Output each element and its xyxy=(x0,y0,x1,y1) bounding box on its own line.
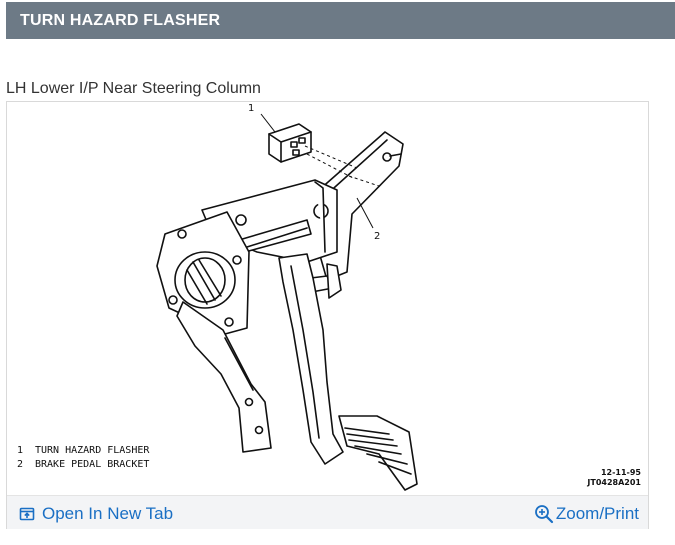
section-title: TURN HAZARD FLASHER xyxy=(20,11,221,29)
figure-legend: 1 TURN HAZARD FLASHER 2 BRAKE PEDAL BRAC… xyxy=(17,444,149,472)
open-in-new-tab-link[interactable]: Open In New Tab xyxy=(19,504,173,524)
section-header: TURN HAZARD FLASHER xyxy=(6,2,675,39)
legend-item: 1 TURN HAZARD FLASHER xyxy=(17,444,149,458)
stamp-date: 12-11-95 xyxy=(600,468,641,477)
legend-item: 2 BRAKE PEDAL BRACKET xyxy=(17,458,149,472)
zoom-print-link[interactable]: Zoom/Print xyxy=(534,504,639,524)
callout-2: 2 xyxy=(374,231,381,242)
figure-stamp: 12-11-95 JT0428A201 xyxy=(587,468,641,488)
callout-1: 1 xyxy=(248,103,255,114)
zoom-print-label: Zoom/Print xyxy=(555,504,639,523)
figure-caption: LH Lower I/P Near Steering Column xyxy=(6,80,261,97)
legend-number: 1 xyxy=(17,445,24,456)
legend-label: TURN HAZARD FLASHER xyxy=(35,445,150,456)
figure-frame: 1 2 1 TURN HAZARD FLASHER 2 BRAKE PEDAL … xyxy=(6,101,649,529)
stamp-code: JT0428A201 xyxy=(587,478,641,487)
magnifier-plus-icon xyxy=(534,505,553,524)
legend-number: 2 xyxy=(17,459,24,470)
open-in-new-tab-icon xyxy=(19,507,35,521)
legend-label: BRAKE PEDAL BRACKET xyxy=(35,459,150,470)
figure-footer: Open In New Tab Zoom/Print xyxy=(7,495,648,529)
brake-pedal-diagram xyxy=(156,113,418,491)
open-in-new-tab-label: Open In New Tab xyxy=(42,504,174,523)
